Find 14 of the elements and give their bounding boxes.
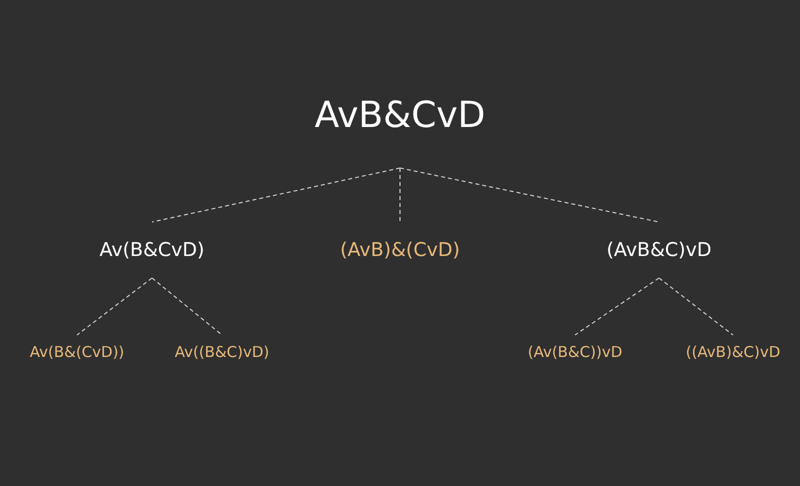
formula-text: AvB&CvD: [314, 95, 486, 136]
formula-text: Av((B&C)vD): [174, 343, 270, 361]
connector-line: [658, 278, 734, 336]
formula-text: (AvB)&(CvD): [340, 239, 460, 261]
connector-line: [574, 278, 660, 336]
formula-text: (AvB&C)vD: [606, 239, 712, 261]
formula-text: Av(B&(CvD)): [30, 343, 124, 361]
formula-text: (Av(B&C))vD: [528, 343, 622, 361]
connector-line: [76, 278, 152, 336]
formula-text: ((AvB)&C)vD: [686, 343, 780, 361]
connector-line: [152, 168, 400, 222]
connector-line: [400, 168, 660, 222]
formula-text: Av(B&CvD): [100, 239, 204, 261]
connector-line: [152, 278, 222, 336]
